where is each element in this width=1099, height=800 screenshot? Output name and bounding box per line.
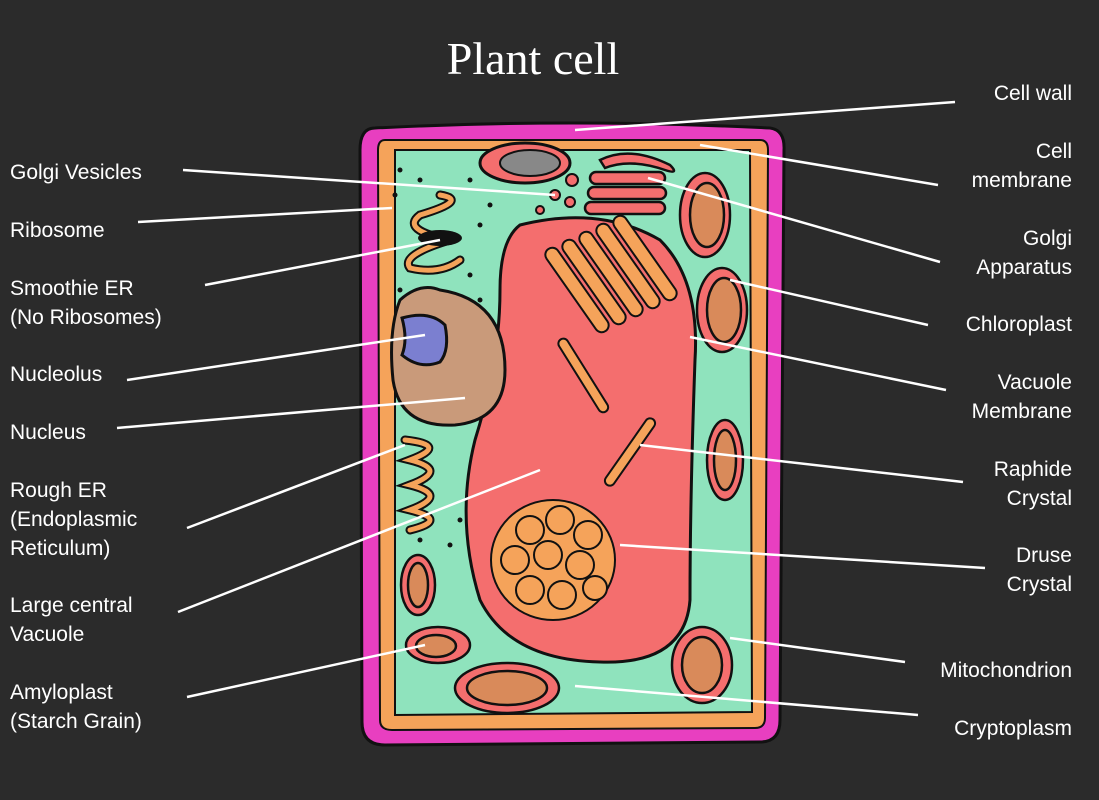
label-rough-er-sub1: (Endoplasmic [10,508,137,531]
label-rough-er-sub2: Reticulum) [10,537,110,560]
label-rough-er: Rough ER [10,479,107,502]
chloroplast-top [478,141,572,185]
label-cell-membrane-2: membrane [972,169,1072,192]
label-golgi-vesicles: Golgi Vesicles [10,161,142,184]
golgi-vesicles [535,173,579,215]
label-raphide-crystal: Raphide [994,458,1072,481]
label-large-vacuole-2: Vacuole [10,623,84,646]
label-cell-membrane: Cell [1036,140,1072,163]
label-druse-crystal: Druse [1016,544,1072,567]
label-cell-wall: Cell wall [994,82,1072,105]
label-nucleus: Nucleus [10,421,86,444]
label-amyloplast-sub: (Starch Grain) [10,710,142,733]
chloroplasts [399,171,749,617]
label-golgi-apparatus: Golgi [1023,227,1072,250]
label-smooth-er-sub: (No Ribosomes) [10,306,162,329]
nucleolus [400,313,449,367]
label-druse-crystal-2: Crystal [1007,573,1072,596]
label-nucleolus: Nucleolus [10,363,102,386]
label-vacuole-membrane-2: Membrane [972,400,1072,423]
mitochondria [453,625,734,715]
left-labels: Golgi Vesicles Ribosome Smoothie ER (No … [10,161,162,733]
label-mitochondrion: Mitochondrion [940,659,1072,682]
label-cryptoplasm: Cryptoplasm [954,717,1072,740]
golgi-apparatus [583,152,676,216]
cell [358,121,786,747]
leader-lines [116,100,986,717]
label-ribosome: Ribosome [10,219,105,242]
amyloplast [404,625,472,665]
label-amyloplast: Amyloplast [10,681,113,704]
druse-crystal [490,499,616,621]
nucleus [390,286,507,427]
label-smooth-er: Smoothie ER [10,277,134,300]
label-chloroplast: Chloroplast [966,313,1072,336]
right-labels: Cell wall Cell membrane Golgi Apparatus … [940,82,1072,740]
raphide-crystal-bundle [544,214,678,487]
ribosomes [392,167,493,548]
label-vacuole-membrane: Vacuole [998,371,1072,394]
label-golgi-apparatus-2: Apparatus [976,256,1072,279]
label-raphide-crystal-2: Crystal [1007,487,1072,510]
diagram-title: Plant cell [447,33,619,84]
label-large-vacuole: Large central [10,594,133,617]
